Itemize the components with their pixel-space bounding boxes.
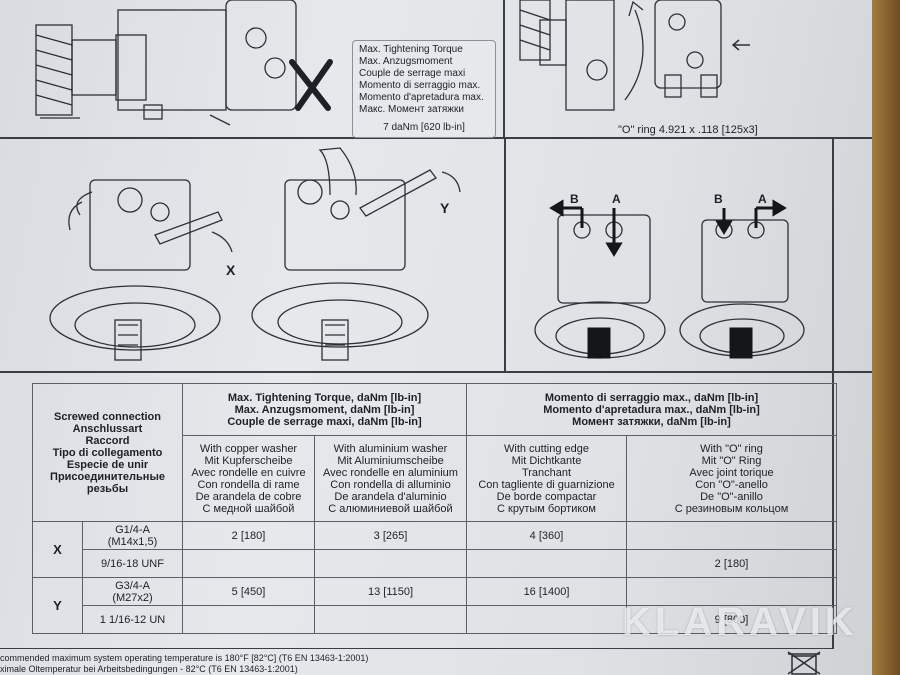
torque-header-left: Max. Tightening Torque, daNm [lb-in] Max…	[182, 383, 467, 436]
value-cell	[182, 549, 315, 578]
group-x: X	[32, 521, 83, 578]
thread-cell: 9/16-18 UNF	[82, 549, 183, 578]
group-y: Y	[32, 577, 83, 634]
value-cell: 16 [1400]	[466, 577, 627, 606]
value-cell	[466, 549, 627, 578]
table-row: 9/16-18 UNF 2 [180]	[33, 549, 837, 578]
callout-line: Max. Anzugsmoment	[359, 56, 453, 67]
footer-note: ximale Oltemperatur bei Arbeitsbedingung…	[0, 664, 298, 674]
value-cell	[626, 521, 837, 550]
divider-top-vertical	[503, 0, 505, 137]
value-cell: 13 [1150]	[314, 577, 467, 606]
table-row: Y G3/4-A (M27x2) 5 [450] 13 [1150] 16 [1…	[32, 577, 837, 634]
table-row: X G1/4-A (M14x1,5) 2 [180] 3 [265] 4 [36…	[32, 521, 837, 578]
torque-header-right: Momento di serraggio max., daNm [lb-in] …	[466, 383, 837, 436]
value-cell: 9 [800]	[626, 605, 837, 634]
table-row: 1 1/16-12 UN 9 [800]	[33, 605, 837, 634]
label-x: X	[226, 262, 236, 278]
port-label-b: B	[714, 192, 723, 206]
oring-note: "O" ring 4.921 x .118 [125x3]	[618, 124, 758, 136]
value-cell: 2 [180]	[182, 521, 315, 550]
thread-cell: G3/4-A (M27x2)	[82, 577, 183, 606]
watermark-logo: KLARAVIK	[622, 600, 858, 644]
footer-note: commended maximum system operating tempe…	[0, 653, 369, 663]
motor-section-drawing-right	[519, 0, 750, 111]
value-cell: 4 [360]	[466, 521, 627, 550]
motor-section-drawing-left	[35, 0, 333, 126]
value-cell: 3 [265]	[314, 521, 467, 550]
callout-line: Max. Tightening Torque	[359, 44, 463, 55]
motor-port-drawings	[534, 199, 805, 359]
callout-line: Макс. Момент затяжки	[359, 104, 464, 115]
port-label-a: A	[758, 192, 767, 206]
port-label-b: B	[570, 192, 579, 206]
motor-wrench-drawings	[49, 147, 461, 361]
instruction-sheet: Max. Tightening Torque Max. Anzugsmoment…	[0, 0, 872, 675]
value-cell	[182, 605, 315, 634]
connection-header: Screwed connection Anschlussart Raccord …	[32, 383, 183, 522]
divider-bottom	[0, 648, 834, 649]
torque-table: Screwed connection Anschlussart Raccord …	[32, 383, 837, 634]
divider-middle	[0, 371, 872, 373]
divider-top	[0, 137, 872, 139]
value-cell: 5 [450]	[182, 577, 315, 606]
torque-callout: Max. Tightening Torque Max. Anzugsmoment…	[352, 40, 496, 138]
disposal-bin-icon	[787, 651, 821, 675]
callout-line: Momento di serraggio max.	[359, 80, 481, 91]
value-cell	[314, 605, 467, 634]
thread-cell: G1/4-A (M14x1,5)	[82, 521, 183, 550]
label-y: Y	[440, 200, 450, 216]
value-cell	[466, 605, 627, 634]
port-label-a: A	[612, 192, 621, 206]
callout-line: Momento d'apretadura max.	[359, 92, 484, 103]
callout-line: Couple de serrage maxi	[359, 68, 466, 79]
value-cell: 2 [180]	[626, 549, 837, 578]
value-cell	[314, 549, 467, 578]
callout-torque-value: 7 daNm [620 lb-in]	[383, 122, 465, 133]
divider-middle-vertical	[504, 139, 506, 371]
thread-cell: 1 1/16-12 UN	[82, 605, 183, 634]
